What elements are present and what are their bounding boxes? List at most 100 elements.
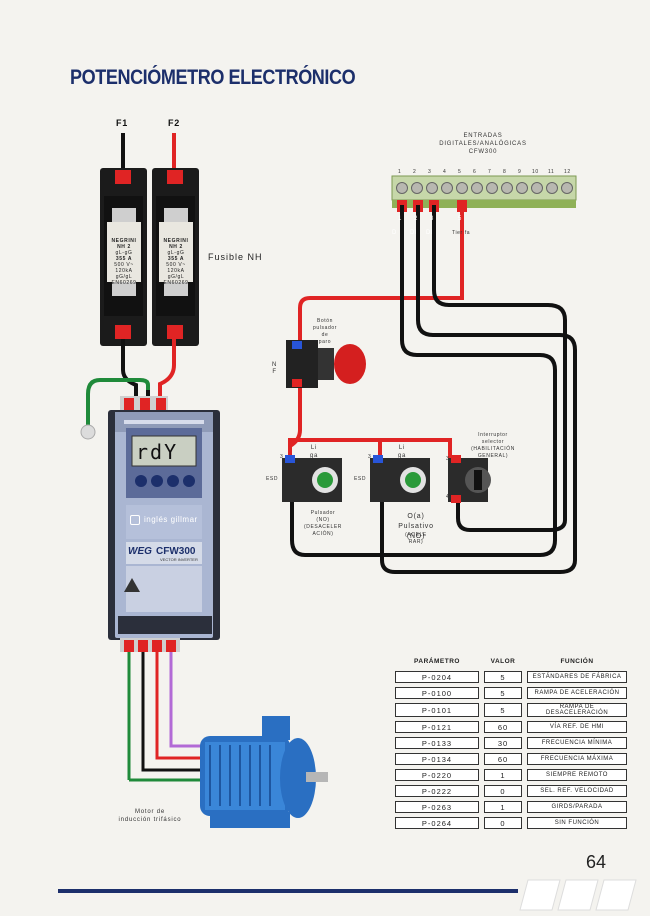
- fusible-label: Fusible NH: [208, 252, 263, 262]
- sw1-side: ESD: [266, 476, 279, 482]
- param-function: ESTÁNDARES DE FÁBRICA: [527, 671, 627, 683]
- drive-model: CFW300: [156, 546, 196, 557]
- table-row: P-0100 5 RAMPA DE ACELERACIÓN: [395, 687, 627, 699]
- table-row: P-0121 60 VÍA REF. DE HMI: [395, 721, 627, 733]
- param-code: P-0204: [395, 671, 479, 683]
- param-code: P-0263: [395, 801, 479, 813]
- di-number-2: 2: [414, 216, 418, 222]
- param-code: P-0222: [395, 785, 479, 797]
- param-function: RAMPA DE ACELERACIÓN: [527, 687, 627, 699]
- param-value: 30: [484, 737, 522, 749]
- param-function: SEL. REF. VELOCIDAD: [527, 785, 627, 797]
- param-function: SIEMPRE REMOTO: [527, 769, 627, 781]
- selector-switch: [448, 455, 491, 503]
- page-number: 64: [586, 852, 607, 872]
- table-header-row: PARÁMETRO VALOR FUNCIÓN: [395, 658, 627, 667]
- parameter-table: PARÁMETRO VALOR FUNCIÓN P-0204 5 ESTÁNDARE…: [390, 654, 632, 833]
- sw3-number-top: 3: [446, 456, 450, 462]
- terminal-screw: [546, 182, 558, 194]
- param-function: RAMPA DE DESACELERACIÓN: [527, 703, 627, 717]
- pushbutton-accel: [370, 455, 430, 502]
- param-value: 1: [484, 769, 522, 781]
- table-row: P-0133 30 FRECUENCIA MÍNIMA: [395, 737, 627, 749]
- header-parametro: PARÁMETRO: [414, 658, 460, 665]
- terminal-screw: [456, 182, 468, 194]
- param-function: FRECUENCIA MÍNIMA: [527, 737, 627, 749]
- param-code: P-0133: [395, 737, 479, 749]
- motor: [200, 716, 328, 828]
- stop-button: [286, 340, 366, 388]
- sw1-number: 3: [280, 454, 284, 460]
- sw2-number: 3: [368, 454, 372, 460]
- di-label-5: Tier fa: [452, 230, 471, 236]
- page-title: POTENCIÓMETRO ELECTRÓNICO: [70, 66, 356, 89]
- param-code: P-0100: [395, 687, 479, 699]
- di-number-5: 5: [458, 216, 462, 222]
- table-row: P-0101 5 RAMPA DE DESACELERACIÓN: [395, 703, 627, 717]
- instagram-handle: inglés gillmar: [130, 515, 198, 525]
- terminal-screw: [531, 182, 543, 194]
- terminal-screw: [426, 182, 438, 194]
- fuse-f1: [100, 168, 147, 346]
- param-value: 5: [484, 671, 522, 683]
- terminal-screw: [516, 182, 528, 194]
- terminal-number-row: 1 2 3 4 5 6 7 8 9 10 11 12: [398, 169, 571, 175]
- param-function: GIRDS/PARADA: [527, 801, 627, 813]
- fuse-f2: [152, 168, 199, 346]
- terminal-screw: [411, 182, 423, 194]
- param-value: 0: [484, 817, 522, 829]
- table-row: P-0204 5 ESTÁNDARES DE FÁBRICA: [395, 671, 627, 683]
- param-code: P-0220: [395, 769, 479, 781]
- cfw300-drive: [108, 396, 220, 652]
- header-valor: VALOR: [490, 658, 516, 665]
- sw2-label: O(a)Pulsativo(NO): [398, 513, 434, 540]
- param-value: 1: [484, 801, 522, 813]
- sw2-side: ESD: [354, 476, 367, 482]
- footer-line: [58, 889, 518, 893]
- di-label-3: DI: [426, 230, 434, 236]
- param-code: P-0264: [395, 817, 479, 829]
- terminal-screw: [396, 182, 408, 194]
- instagram-icon: [130, 515, 140, 525]
- table-row: P-0134 60 FRECUENCIA MÁXIMA: [395, 753, 627, 765]
- drive-brand: WEG: [128, 546, 152, 557]
- table-row: P-0264 0 SIN FUNCIÓN: [395, 817, 627, 829]
- param-function: SIN FUNCIÓN: [527, 817, 627, 829]
- param-value: 60: [484, 753, 522, 765]
- param-value: 0: [484, 785, 522, 797]
- param-value: 60: [484, 721, 522, 733]
- param-function: VÍA REF. DE HMI: [527, 721, 627, 733]
- param-code: P-0134: [395, 753, 479, 765]
- sw3-number-bottom: 4: [446, 494, 450, 500]
- drive-display: rdY: [136, 440, 179, 464]
- terminal-screw: [561, 182, 573, 194]
- param-code: P-0121: [395, 721, 479, 733]
- terminal-screw: [471, 182, 483, 194]
- di-number-1: 1: [398, 216, 402, 222]
- pushbutton-decel: [282, 455, 342, 502]
- di-label-1: D: [392, 230, 397, 236]
- param-function: FRECUENCIA MÁXIMA: [527, 753, 627, 765]
- f2-label: F2: [168, 118, 181, 128]
- table-row: P-0222 0 SEL. REF. VELOCIDAD: [395, 785, 627, 797]
- param-value: 5: [484, 687, 522, 699]
- param-value: 5: [484, 703, 522, 717]
- terminal-screw: [501, 182, 513, 194]
- di-label-2: DI: [410, 230, 418, 236]
- di-number-3: 3: [430, 216, 434, 222]
- header-funcion: FUNCIÓN: [560, 658, 594, 665]
- f1-label: F1: [116, 118, 129, 128]
- table-row: P-0263 1 GIRDS/PARADA: [395, 801, 627, 813]
- param-code: P-0101: [395, 703, 479, 717]
- table-row: P-0220 1 SIEMPRE REMOTO: [395, 769, 627, 781]
- terminal-screw: [441, 182, 453, 194]
